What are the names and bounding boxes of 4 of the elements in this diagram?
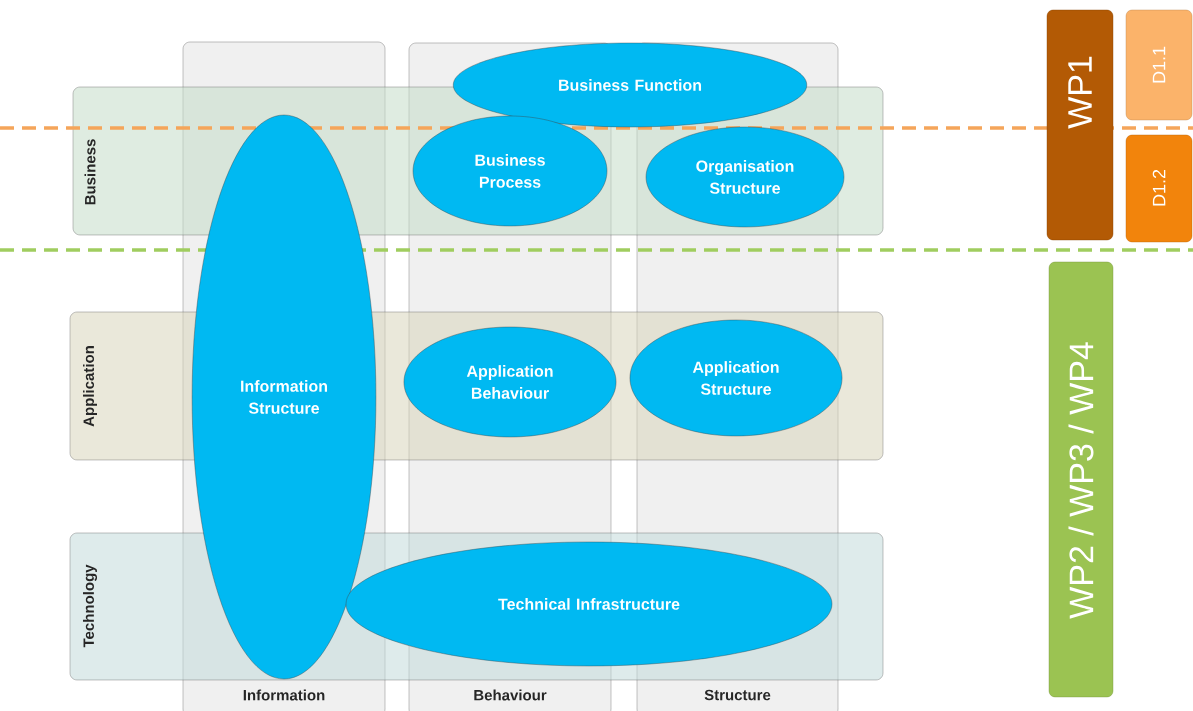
- work-package-box: D1.2: [1125, 134, 1193, 243]
- work-package-box: D1.1: [1125, 9, 1193, 121]
- work-package-box: WP1: [1046, 9, 1114, 241]
- work-package-box: WP2 / WP3 / WP4: [1048, 261, 1114, 698]
